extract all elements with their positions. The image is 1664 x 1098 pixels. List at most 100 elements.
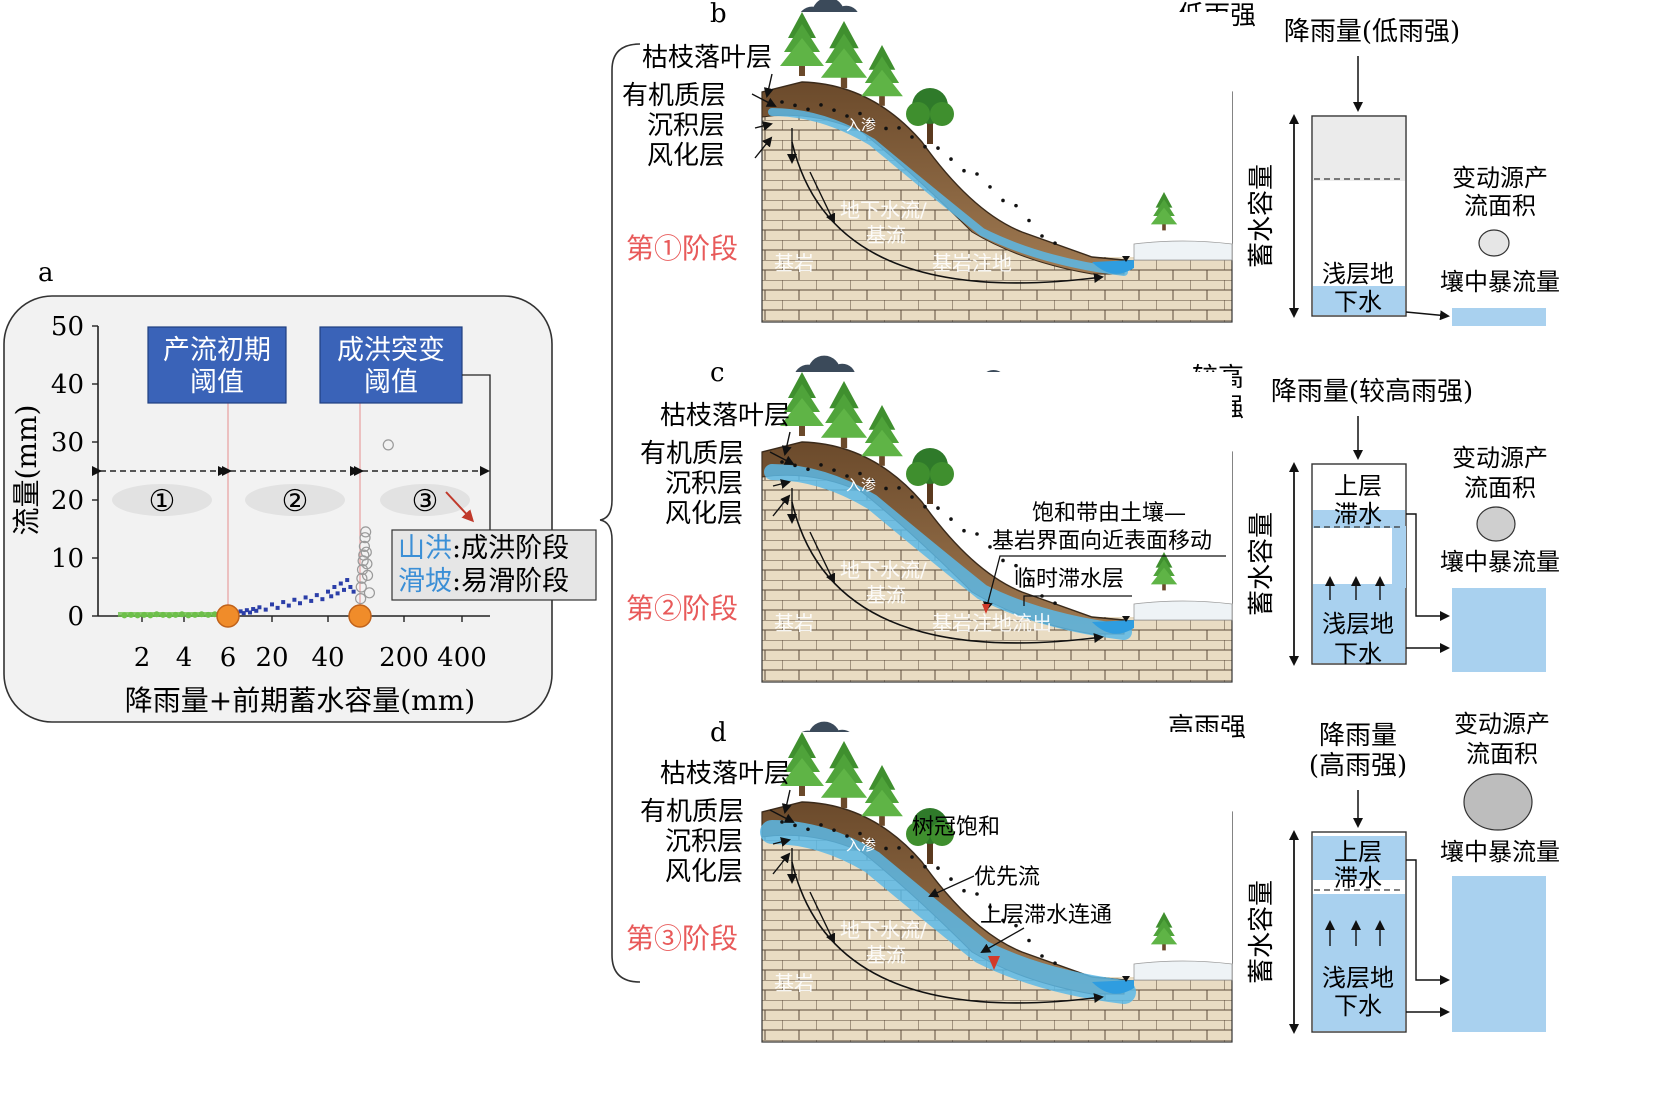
groundwater-label: 地下水流/ bbox=[840, 918, 927, 942]
layer-pointer bbox=[781, 431, 792, 456]
infiltration-label: 入渗 bbox=[846, 476, 876, 494]
gravel-dot bbox=[923, 504, 927, 509]
scatter-point bbox=[382, 439, 394, 451]
rainfall-label: 降雨量 bbox=[1319, 721, 1397, 751]
pine-tree-icon bbox=[861, 45, 903, 106]
threshold-box-initial-line1: 产流初期 bbox=[163, 335, 271, 366]
scatter-point bbox=[335, 591, 340, 596]
gravel-dot bbox=[780, 820, 784, 824]
gravel-dot bbox=[793, 103, 797, 108]
pine-tree-icon bbox=[1150, 912, 1178, 951]
gravel-dot bbox=[858, 111, 862, 116]
source-area-label: 变动源产 bbox=[1454, 710, 1550, 738]
scatter-point bbox=[360, 546, 372, 558]
gravel-dot bbox=[871, 838, 875, 843]
scatter-point bbox=[329, 594, 334, 599]
scatter-point bbox=[286, 603, 291, 608]
gravel-dot bbox=[1040, 954, 1044, 958]
scatter-point bbox=[351, 589, 356, 594]
perched-water-label: 上层 bbox=[1334, 472, 1382, 500]
layer-pointer bbox=[781, 789, 792, 814]
stage-1-label: ① bbox=[149, 484, 176, 519]
shallow-groundwater-fill bbox=[1313, 922, 1405, 1031]
gravel-dot bbox=[975, 172, 979, 176]
pine-tree-icon bbox=[780, 12, 824, 76]
gravel-dot bbox=[858, 831, 862, 836]
source-area-label: 变动源产 bbox=[1452, 164, 1548, 192]
shallow-gw-label: 浅层地 bbox=[1322, 964, 1394, 992]
broadleaf-tree-icon bbox=[906, 808, 954, 864]
gravel-dot bbox=[793, 463, 797, 468]
scatter-point bbox=[248, 610, 252, 615]
gravel-dot bbox=[975, 892, 979, 896]
soil-layer-label: 有机质层 bbox=[640, 439, 744, 469]
scatter-point bbox=[358, 540, 370, 553]
layer-pointer bbox=[772, 837, 791, 847]
pine-tree-icon bbox=[861, 405, 903, 466]
stage-3-red-arrow bbox=[445, 491, 475, 523]
perched-water-fill bbox=[1313, 836, 1405, 880]
stream-pool bbox=[1092, 620, 1134, 634]
water-level-marker bbox=[1122, 616, 1130, 622]
ground-surface bbox=[761, 441, 1125, 621]
ground-surface bbox=[761, 81, 1125, 261]
gravel-dot bbox=[1053, 601, 1057, 605]
source-area-label: 流面积 bbox=[1464, 192, 1536, 220]
perched-water-label: 滞水 bbox=[1334, 864, 1382, 892]
stage-3-label: ③ bbox=[412, 484, 439, 519]
layer-pointer bbox=[769, 451, 795, 465]
soil-layer-label: 沉积层 bbox=[665, 827, 743, 857]
callout-preferential: 优先流 bbox=[974, 865, 1040, 890]
pine-tree-icon bbox=[820, 381, 868, 449]
x-tick-label: 4 bbox=[176, 643, 193, 673]
gravel-dot bbox=[988, 545, 992, 549]
x-axis-label: 降雨量+前期蓄水容量(mm) bbox=[125, 684, 475, 717]
y-tick-label: 30 bbox=[51, 428, 84, 458]
scatter-point bbox=[275, 605, 280, 610]
gravel-dot bbox=[949, 877, 953, 881]
gravel-dot bbox=[910, 495, 914, 499]
gravel-dot bbox=[819, 463, 823, 467]
groundwater-flow-arrow bbox=[791, 141, 1104, 284]
callout-perched-leader bbox=[1023, 595, 1132, 606]
gravel-dot bbox=[897, 486, 901, 490]
shallow-groundwater-fill bbox=[1313, 286, 1405, 315]
pine-tree-icon bbox=[1150, 552, 1178, 591]
y-tick-label: 10 bbox=[51, 544, 84, 574]
scatter-point bbox=[303, 595, 308, 600]
scatter-point bbox=[361, 569, 374, 582]
callout-connected-leader bbox=[980, 927, 1025, 953]
threshold-box-sudden-line1: 成洪突变 bbox=[337, 335, 445, 366]
soil-layer-label: 沉积层 bbox=[647, 111, 725, 141]
layer-pointer bbox=[754, 121, 773, 131]
stage-label: 第③阶段 bbox=[626, 922, 738, 955]
gravel-dot bbox=[923, 144, 927, 149]
scatter-points bbox=[118, 439, 394, 619]
perched-water-label: 滞水 bbox=[1334, 500, 1382, 528]
flow-up-arrow-icon bbox=[982, 604, 990, 614]
infiltration-label: 入渗 bbox=[846, 836, 876, 854]
x-tick-label: 6 bbox=[220, 643, 237, 673]
stage-label: 第②阶段 bbox=[626, 592, 738, 625]
y-axis-label: 流量(mm) bbox=[10, 405, 43, 536]
gravel-dot bbox=[975, 532, 979, 536]
groundwater-flow-arrow bbox=[791, 861, 1104, 1004]
interflow-label: 壤中暴流量 bbox=[1440, 268, 1560, 296]
scatter-point bbox=[338, 581, 343, 586]
percolation-arrow bbox=[809, 171, 836, 224]
gravel-dot bbox=[832, 468, 836, 472]
stage-1-shadow bbox=[112, 484, 212, 516]
panel-b-label: b bbox=[710, 0, 727, 29]
panel-c: c较高雨强入渗地下水流/基流基岩基岩注地流出枯枝落叶层有机质层沉积层风化层第②阶… bbox=[626, 355, 1560, 683]
gravel-dot bbox=[806, 827, 810, 832]
soil-layer-label: 沉积层 bbox=[665, 469, 743, 499]
shallow-gw-label: 浅层地 bbox=[1322, 610, 1394, 638]
gravel-dot bbox=[780, 460, 784, 464]
gravel-dot bbox=[1014, 923, 1018, 928]
gravel-dot bbox=[819, 103, 823, 107]
callout-saturation-leader bbox=[983, 555, 1226, 612]
interflow-bar bbox=[1452, 588, 1546, 672]
storage-capacity-label: 蓄水容量 bbox=[1247, 880, 1277, 984]
